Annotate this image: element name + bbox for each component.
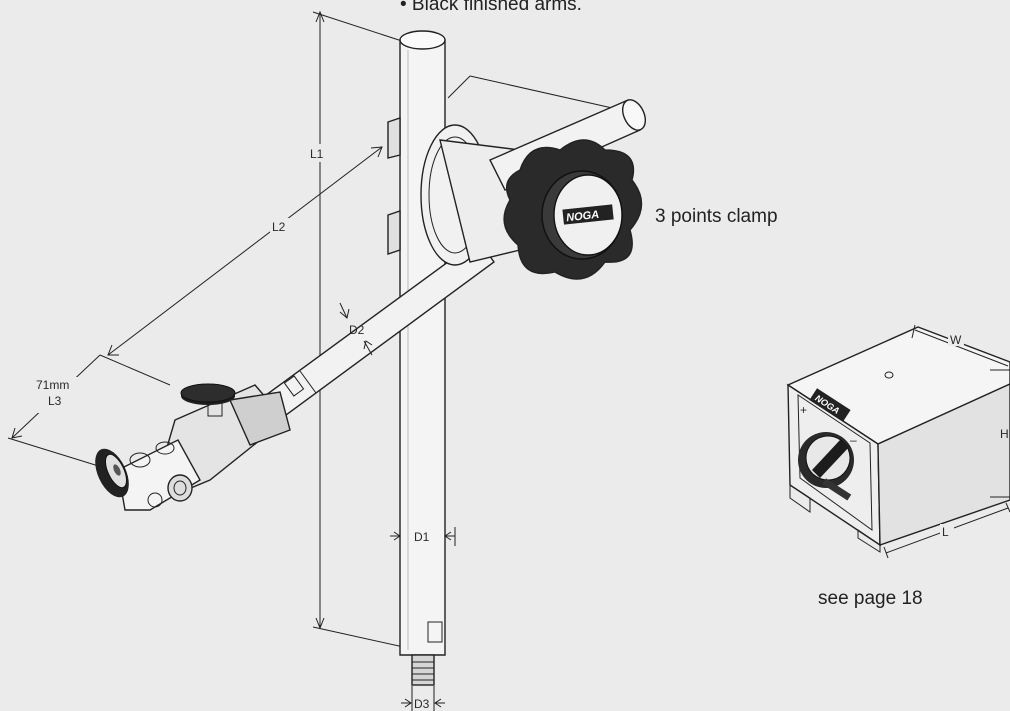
header-text: • Black finished arms. [400,0,582,15]
label-d3: D3 [414,697,430,711]
label-w: W [950,333,962,347]
minus-mark: – [850,433,857,447]
dimension-l: L [883,502,1010,559]
dimension-l2: L2 [99,146,383,386]
star-knob[interactable]: NOGA [503,139,643,280]
see-page-caption: see page 18 [818,588,923,609]
post-clips [387,117,401,255]
dimension-top-arm [447,75,636,113]
label-h: H [1000,427,1009,441]
vertical-post [399,30,446,686]
label-l1: L1 [310,147,324,161]
plus-mark: + [800,403,807,417]
dimension-l3: 71mm L3 [7,354,106,469]
dial-wheel[interactable] [88,444,135,503]
label-l3: L3 [48,394,62,408]
indicator-holder [117,384,291,511]
label-l: L [942,525,949,539]
dimension-w: W [911,324,1009,367]
magnetic-base: NOGA + – [786,326,1010,553]
dimension-d2: D2 [339,302,373,356]
dimension-l1: L1 [308,10,409,649]
clamp-caption: 3 points clamp [655,206,778,227]
dimension-h: H [990,369,1010,498]
label-l2: L2 [272,220,286,234]
dimension-d1: D1 [390,527,456,546]
label-l3-value: 71mm [36,378,69,392]
fine-adjust-knob[interactable] [180,383,236,417]
dimension-d3: D3 [401,686,445,711]
knob-logo: NOGA [566,209,600,224]
articulated-arm [260,239,495,419]
label-d2: D2 [349,323,365,337]
label-d1: D1 [414,530,430,544]
